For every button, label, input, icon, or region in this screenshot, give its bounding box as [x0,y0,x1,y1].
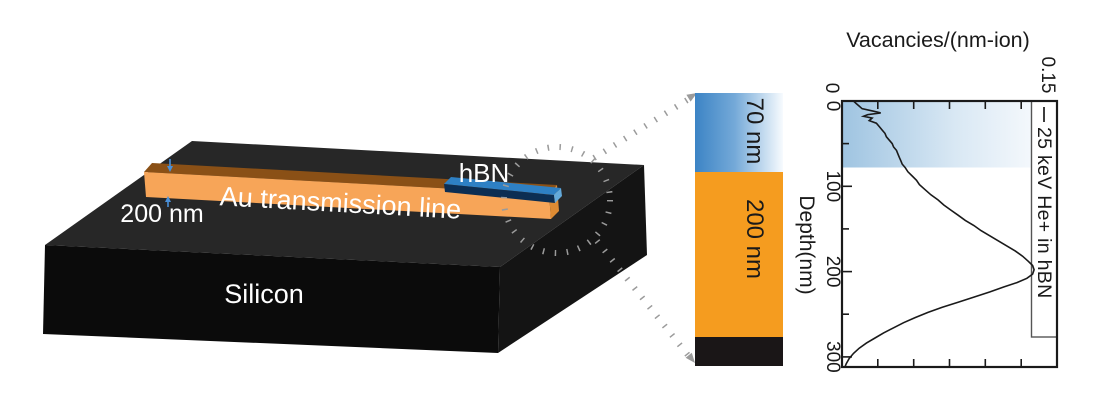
hbn-flake-top-face [444,177,561,195]
au-line-front-face [144,172,551,219]
silicon-right-face [498,165,647,353]
stack-segment-hbn [695,93,783,172]
magnifier-arrowhead-top [686,93,697,102]
vacancy-plot: 25 keV He+ in hBN [795,28,1059,373]
stack-segment-au [695,172,783,337]
x-axis-ticks-top [876,101,1023,109]
hbn-label: hBN [459,158,510,188]
thickness-arrow-bottom [165,196,171,207]
legend-label: 25 keV He+ in hBN [1033,127,1055,299]
hbn-flake-end-face [554,188,562,203]
damage-curve [844,100,1035,368]
y-tick-label-300: 300 [822,341,843,373]
y-tick-label-0: 0 [822,101,843,112]
y-tick-label-200: 200 [822,256,843,288]
stack-label-hbn: 70 nm [741,98,768,165]
legend-box [1030,100,1058,338]
magnifier-arrowhead-bottom [685,352,695,363]
silicon-label: Silicon [224,279,304,309]
silicon-front-face [43,245,500,353]
depth-axis-label: Depth(nm) [795,195,818,294]
magnifier-circle [501,144,613,256]
hbn-depth-band [842,101,1032,168]
stack-label-au: 200 nm [741,199,768,279]
plot-title: Vacancies/(nm-ion) [846,28,1030,52]
x-tick-label-0: 0 [821,83,842,94]
x-axis-ticks-bottom [876,359,1023,367]
x-tick-label-max: 0.15 [1037,57,1058,94]
hbn-flake-front-face [444,184,555,203]
schematic-3d: hBN Au transmission line 200 nm Silicon [43,93,697,363]
magnifier-line-top [592,94,694,161]
magnifier-line-bottom [594,239,694,361]
y-axis-ticks [842,142,852,358]
stack-segment-si [695,337,783,366]
stack-bar: 70 nm 200 nm [695,93,783,366]
thickness-label: 200 nm [120,200,203,228]
y-tick-label-100: 100 [822,170,843,202]
thickness-arrow-top [167,159,173,172]
